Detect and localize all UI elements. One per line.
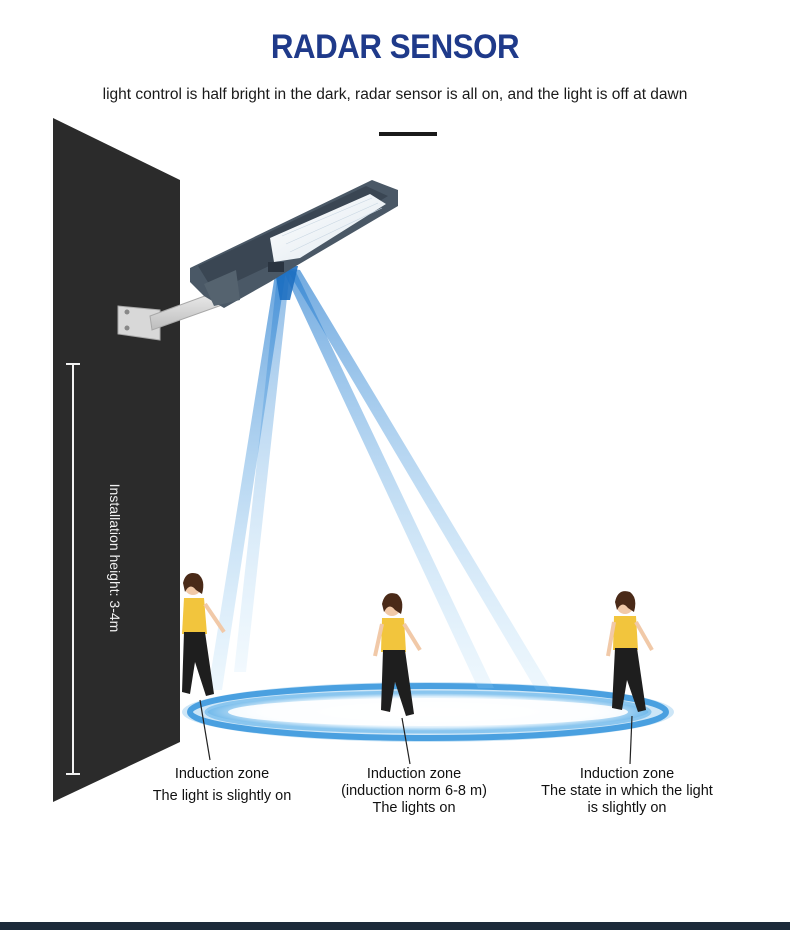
person-left [182, 573, 226, 696]
zone-caption-line: Induction zone [174, 766, 270, 782]
page-title: RADAR SENSOR [270, 28, 520, 66]
radar-beams [208, 266, 552, 690]
caption-pointers [199, 699, 633, 765]
zone-caption-line: Induction zone [366, 766, 462, 782]
street-light [190, 180, 398, 308]
footer-bar [0, 922, 790, 930]
induction-zone [182, 682, 674, 742]
person-right [606, 591, 654, 712]
zone-caption-line: Induction zone [579, 766, 675, 782]
zone-caption-line: The light is slightly on [152, 788, 292, 804]
title-divider [379, 132, 437, 136]
zone-caption-center: Induction zone (induction norm 6-8 m) Th… [304, 766, 524, 817]
wall [53, 118, 180, 802]
page-subtitle: light control is half bright in the dark… [102, 86, 688, 103]
zone-caption-left: Induction zone The light is slightly on [112, 766, 332, 805]
height-ruler [66, 363, 80, 775]
person-center [373, 593, 422, 716]
zone-caption-line: The state in which the light [541, 783, 713, 799]
zone-caption-right: Induction zone The state in which the li… [517, 766, 737, 817]
zone-caption-line: is slightly on [587, 800, 667, 816]
zone-caption-line: The lights on [372, 800, 456, 816]
zone-caption-line: (induction norm 6-8 m) [341, 783, 487, 799]
installation-height-label: Installation height: 3-4m [107, 483, 123, 633]
